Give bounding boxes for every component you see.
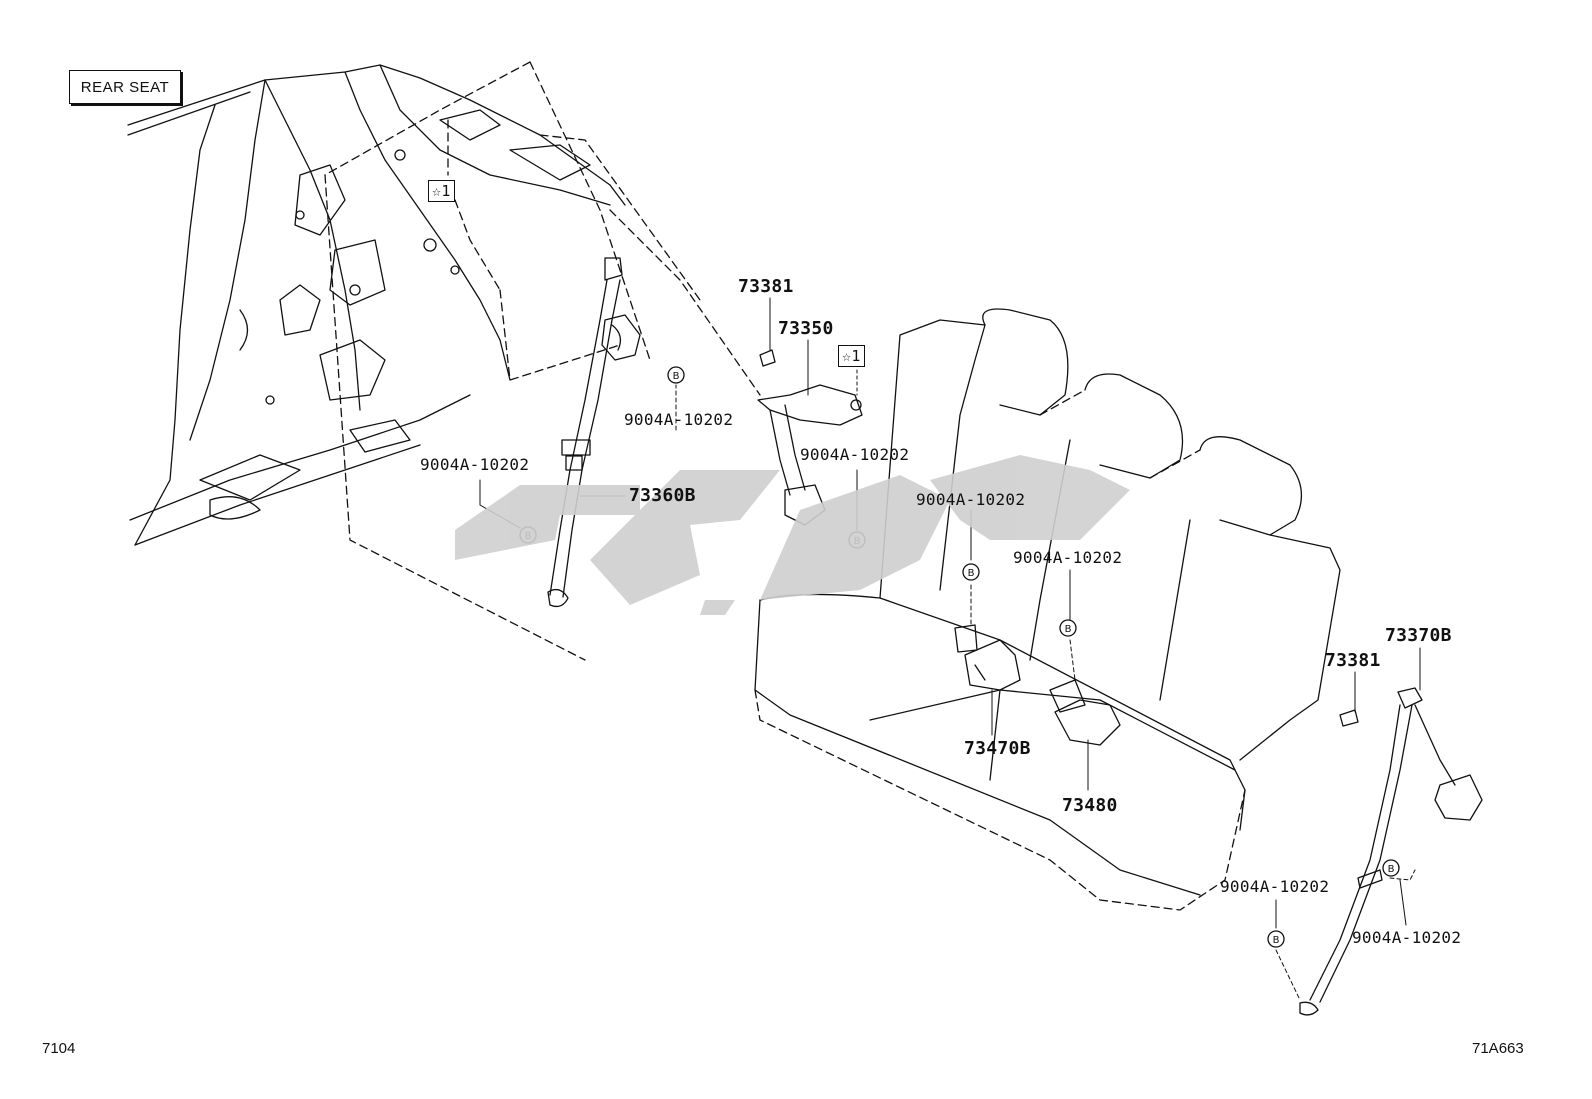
part-number-9004a-10202[interactable]: 9004A-10202: [1013, 548, 1123, 567]
part-number-9004a-10202[interactable]: 9004A-10202: [420, 455, 530, 474]
bolt-marker-letter: B: [673, 371, 680, 382]
leader-lines: [479, 297, 1421, 1001]
buckle-73480: [1049, 679, 1121, 746]
part-number-9004a-10202[interactable]: 9004A-10202: [916, 490, 1026, 509]
bolt-marker: [667, 366, 685, 384]
watermark-logo: [455, 455, 1130, 615]
body-side-panel: [127, 64, 626, 546]
part-number-73370b[interactable]: 73370B: [1385, 625, 1452, 646]
part-number-73381-upper[interactable]: 73381: [738, 276, 794, 297]
part-number-9004a-10202[interactable]: 9004A-10202: [800, 445, 910, 464]
page-code: 7104: [42, 1040, 76, 1057]
star-reference-2: ☆1: [838, 345, 865, 367]
bolt-marker-letter: B: [1065, 624, 1072, 635]
star-reference-1: ☆1: [428, 180, 455, 202]
seat-belt-73360b: [547, 257, 641, 608]
bolt-marker-letter: B: [968, 568, 975, 579]
bolt-marker: [1059, 619, 1077, 637]
rear-seat-dashed: [754, 389, 1246, 911]
rear-seat: [754, 308, 1341, 896]
part-number-9004a-10202[interactable]: 9004A-10202: [1220, 877, 1330, 896]
illustration-code: 71A663: [1472, 1040, 1524, 1057]
part-number-73480[interactable]: 73480: [1062, 795, 1118, 816]
bolt-marker: [1267, 930, 1285, 948]
section-label: REAR SEAT: [69, 70, 181, 104]
part-number-73381-lower[interactable]: 73381: [1325, 650, 1381, 671]
bolt-marker-letter: B: [1388, 864, 1395, 875]
part-number-9004a-10202[interactable]: 9004A-10202: [624, 410, 734, 429]
part-number-73360b[interactable]: 73360B: [629, 485, 696, 506]
bolt-marker: [962, 563, 980, 581]
bolt-marker-letter: B: [1273, 935, 1280, 946]
bolt-marker: [1382, 859, 1400, 877]
part-number-9004a-10202[interactable]: 9004A-10202: [1352, 928, 1462, 947]
seat-belt-73370b: [1299, 687, 1483, 1016]
buckle-73470b: [954, 624, 1021, 691]
part-number-73350[interactable]: 73350: [778, 318, 834, 339]
part-number-73470b[interactable]: 73470B: [964, 738, 1031, 759]
left-dashed-zone: [324, 61, 761, 661]
